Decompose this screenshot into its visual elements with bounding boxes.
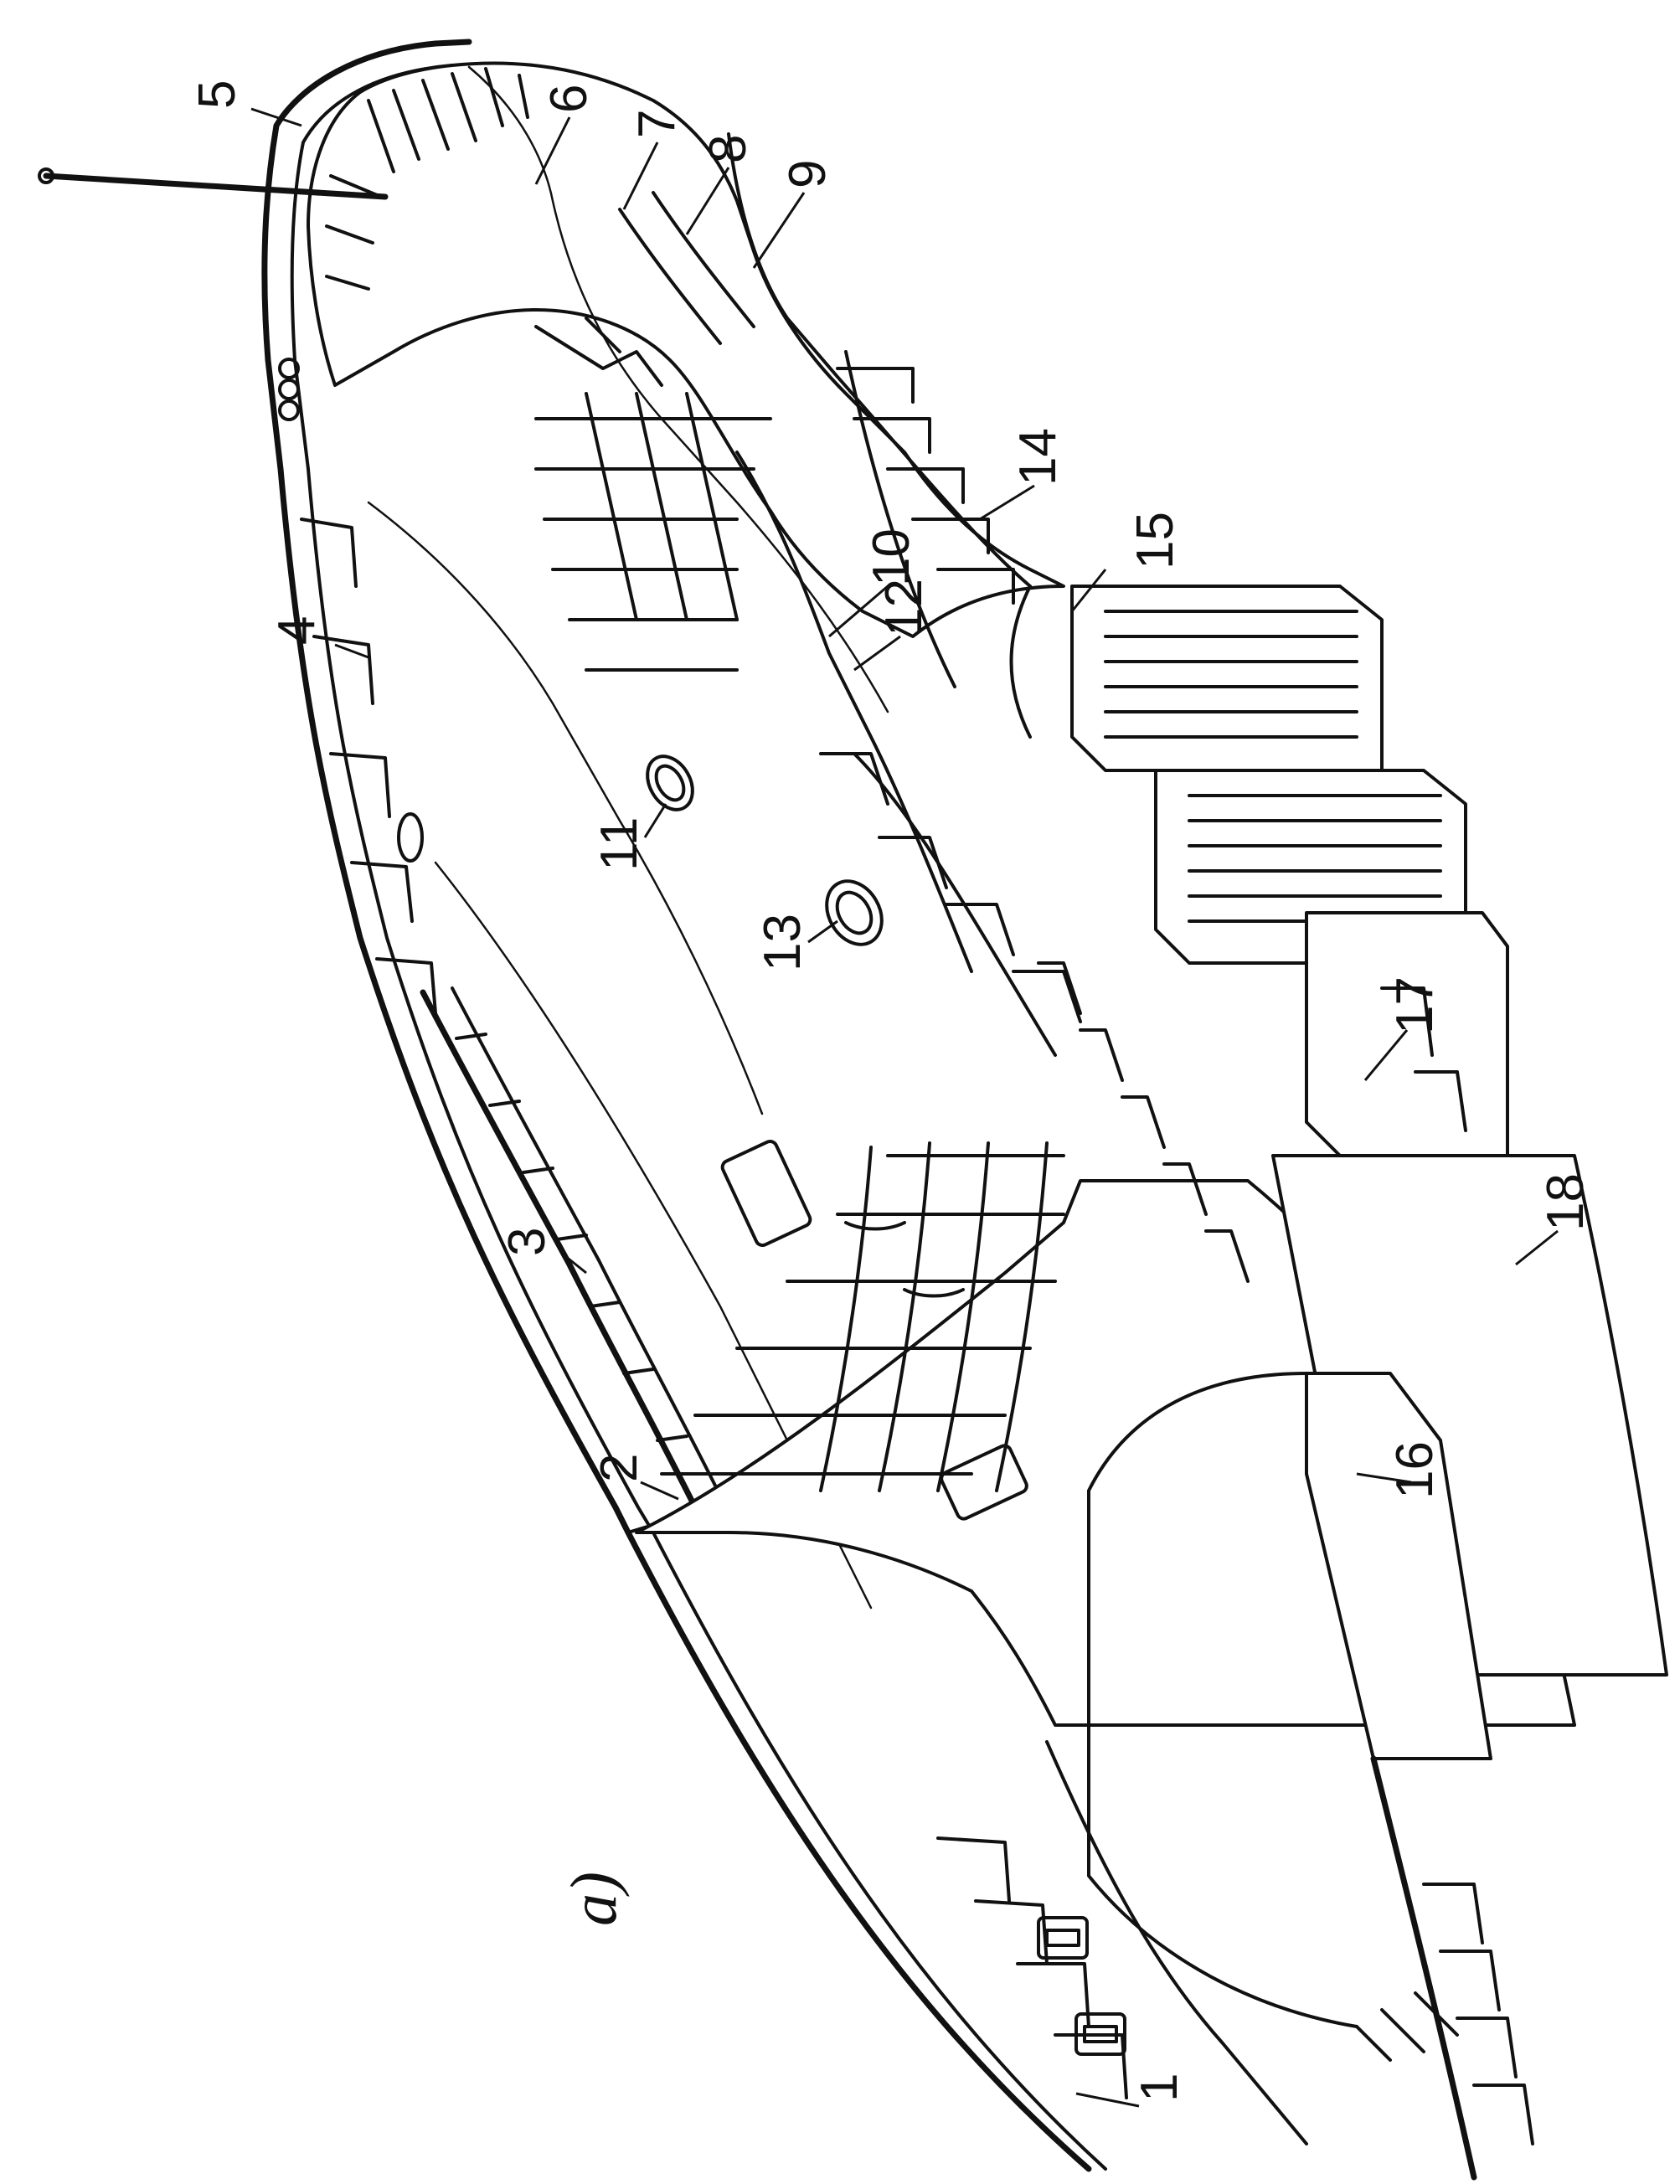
leader-4 bbox=[334, 643, 369, 659]
internal-framing bbox=[534, 132, 1032, 739]
callout-6: 6 bbox=[540, 85, 598, 113]
forecastle-deck bbox=[38, 61, 1065, 638]
callout-8: 8 bbox=[699, 135, 757, 163]
leader-18 bbox=[1515, 1229, 1559, 1266]
leader-12 bbox=[853, 635, 901, 672]
callout-3: 3 bbox=[498, 1228, 556, 1256]
callout-9: 9 bbox=[779, 160, 837, 188]
callout-1: 1 bbox=[1131, 2073, 1188, 2102]
leader-3 bbox=[564, 1254, 587, 1275]
leader-17 bbox=[1363, 1029, 1409, 1081]
callout-16: 16 bbox=[1386, 1441, 1444, 1499]
leader-7 bbox=[622, 142, 659, 210]
leader-9 bbox=[752, 192, 806, 269]
guard-rail bbox=[420, 986, 724, 1511]
callout-2: 2 bbox=[590, 1454, 648, 1482]
leader-6 bbox=[534, 116, 571, 185]
leader-11 bbox=[643, 803, 667, 838]
callout-12: 12 bbox=[875, 579, 933, 636]
callout-11: 11 bbox=[590, 817, 648, 871]
lower-deck-frames bbox=[1037, 585, 1509, 1283]
callout-5: 5 bbox=[188, 80, 246, 109]
lower-hull-block bbox=[1045, 1154, 1668, 2181]
leader-14 bbox=[979, 484, 1035, 521]
leader-16 bbox=[1356, 1472, 1412, 1484]
subfigure-label: a) bbox=[557, 1872, 630, 1926]
leader-5 bbox=[250, 107, 302, 127]
callout-18: 18 bbox=[1537, 1173, 1595, 1231]
callout-10: 10 bbox=[863, 528, 920, 586]
callout-4: 4 bbox=[268, 616, 326, 645]
leader-10 bbox=[828, 585, 889, 638]
callout-17: 17 bbox=[1386, 976, 1444, 1034]
callout-labels: 1 2 3 4 5 6 7 8 9 10 11 12 13 14 15 16 1… bbox=[188, 80, 1595, 2102]
leader-1 bbox=[1075, 2092, 1140, 2108]
leader-8 bbox=[685, 167, 730, 235]
callout-13: 13 bbox=[754, 914, 812, 971]
callout-7: 7 bbox=[628, 110, 686, 138]
leader-2 bbox=[640, 1481, 679, 1501]
leader-15 bbox=[1070, 569, 1107, 612]
bulwark-stiffeners bbox=[300, 518, 1128, 2099]
callout-15: 15 bbox=[1126, 512, 1184, 569]
leader-lines bbox=[250, 107, 1559, 2108]
leader-13 bbox=[807, 919, 838, 944]
deck-centre-structure bbox=[646, 451, 1082, 1057]
callout-14: 14 bbox=[1009, 428, 1067, 486]
